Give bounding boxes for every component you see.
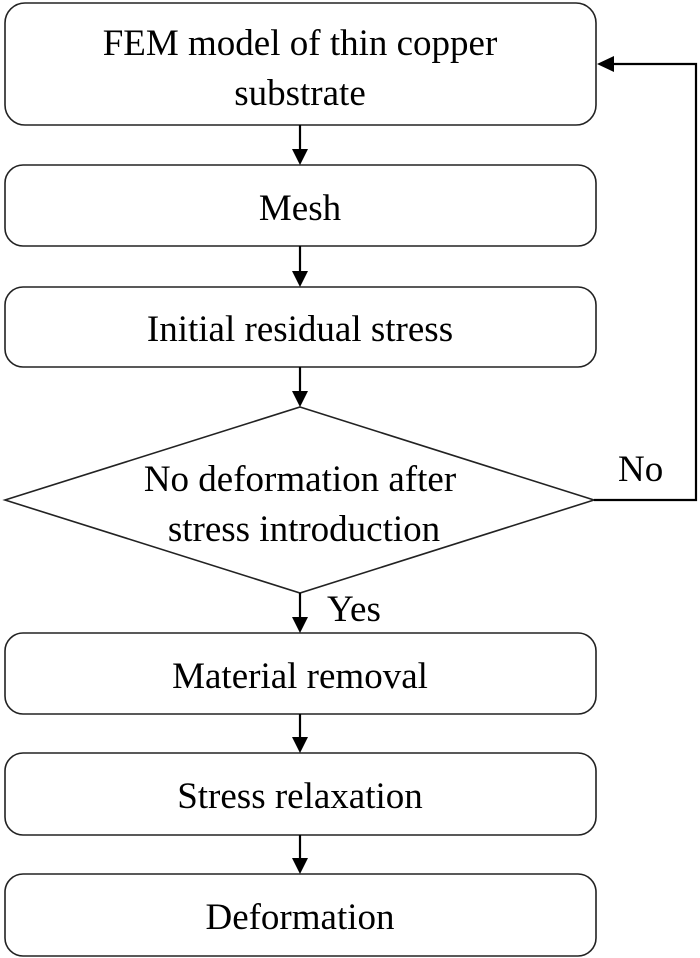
node-fem-model-label-line1: FEM model of thin copper — [103, 23, 498, 64]
edge-fem-to-mesh — [292, 125, 308, 165]
edge-label-yes: Yes — [327, 589, 381, 630]
edge-removal-to-relaxation — [292, 714, 308, 753]
node-decision-label-line2: stress introduction — [168, 509, 440, 550]
node-decision-label-line1: No deformation after — [144, 459, 456, 500]
edge-mesh-to-initial-stress — [292, 246, 308, 287]
node-fem-model-label-line2: substrate — [234, 73, 366, 114]
edge-decision-no — [594, 56, 698, 502]
edge-initial-stress-to-decision — [292, 367, 308, 407]
node-decision — [2, 406, 597, 594]
node-mesh-label: Mesh — [259, 188, 342, 229]
node-stress-relaxation-label: Stress relaxation — [177, 776, 423, 817]
node-deformation-label: Deformation — [205, 897, 394, 938]
edge-decision-yes — [292, 593, 308, 633]
edge-label-no: No — [618, 449, 663, 490]
edge-relaxation-to-deformation — [292, 835, 308, 874]
node-initial-stress-label: Initial residual stress — [147, 309, 453, 350]
node-deformation — [4, 873, 597, 957]
node-material-removal-label: Material removal — [172, 656, 428, 697]
